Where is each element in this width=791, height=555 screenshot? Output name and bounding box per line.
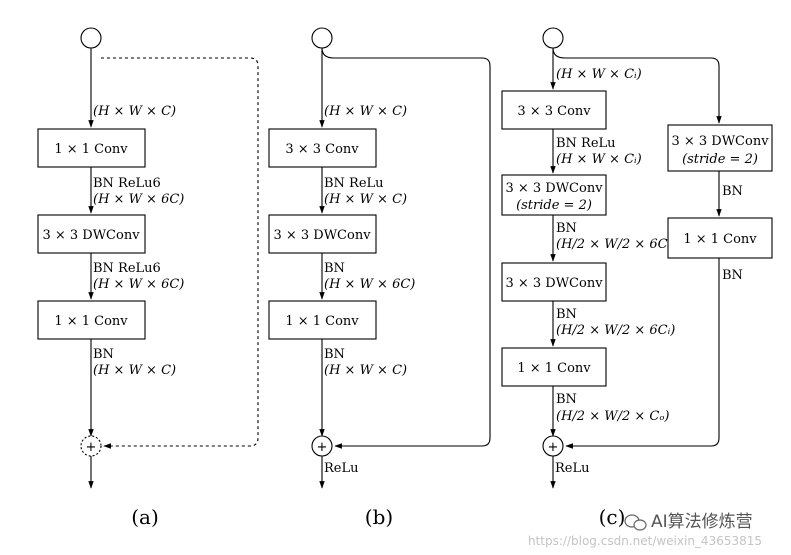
conv1x1-block — [501, 347, 607, 387]
stride-label: (stride = 2) — [516, 198, 592, 213]
panel-c: (H × W × Cᵢ) 3 × 3 Conv BN ReLu (H × W ×… — [501, 27, 773, 529]
panel-a: (H × W × C) 1 × 1 Conv BN ReLu6 (H × W ×… — [37, 27, 259, 529]
shape-label: (H × W × 6C) — [93, 192, 184, 207]
activation-label: ReLu — [324, 461, 359, 476]
panel-caption: (c) — [599, 505, 626, 529]
block-label: 3 × 3 DWConv — [505, 276, 603, 291]
dwconv3x3-block — [501, 262, 607, 302]
block-label: 1 × 1 Conv — [54, 314, 128, 329]
input-node — [311, 27, 333, 49]
conv1x1-block — [268, 300, 377, 340]
op-label: BN — [324, 347, 345, 362]
shape-label: (H × W × C) — [324, 363, 407, 378]
shortcut-conv1x1-block — [667, 217, 773, 259]
op-label: BN ReLu6 — [93, 261, 161, 276]
block-label: 3 × 3 DWConv — [42, 228, 140, 243]
shortcut-merge-line — [565, 258, 720, 449]
shape-label: (H × W × C) — [93, 363, 176, 378]
conv3x3-block — [268, 128, 377, 168]
panel-b: (H × W × C) 3 × 3 Conv BN ReLu (H × W × … — [268, 27, 491, 529]
wechat-icon — [624, 514, 647, 531]
shape-label: (H/2 × W/2 × Cₒ) — [556, 409, 669, 424]
shape-label: (H × W × Cᵢ) — [556, 152, 642, 167]
block-label: 1 × 1 Conv — [285, 314, 359, 329]
op-label: BN ReLu — [324, 176, 384, 191]
op-label: BN — [93, 347, 114, 362]
conv1x1-block — [37, 300, 146, 340]
block-label: 3 × 3 Conv — [517, 104, 591, 119]
input-node — [80, 27, 102, 49]
watermark-brand: AI算法修炼营 — [651, 512, 753, 532]
panel-caption: (b) — [365, 505, 393, 529]
op-label: BN — [324, 261, 345, 276]
shape-label: (H × W × Cᵢ) — [556, 67, 642, 82]
shape-label: (H × W × 6C) — [93, 277, 184, 292]
add-symbol: + — [317, 440, 328, 455]
block-label: 3 × 3 DWConv — [505, 181, 603, 196]
block-label: 3 × 3 DWConv — [671, 134, 769, 149]
panel-caption: (a) — [131, 505, 159, 529]
watermark-url: https://blog.csdn.net/weixin_43653815 — [528, 534, 762, 548]
shortcut-connection — [101, 57, 259, 449]
dwconv3x3-block — [37, 214, 146, 254]
block-label: 1 × 1 Conv — [517, 361, 591, 376]
block-label: 1 × 1 Conv — [54, 142, 128, 157]
activation-label: ReLu — [555, 461, 590, 476]
block-label: 1 × 1 Conv — [683, 232, 757, 247]
block-label: 3 × 3 DWConv — [273, 228, 371, 243]
shape-label: (H × W × C) — [324, 192, 407, 207]
add-node — [80, 435, 102, 457]
shape-label: (H × W × C) — [324, 104, 407, 119]
shape-label: (H × W × C) — [93, 104, 176, 119]
dwconv3x3-block — [268, 214, 377, 254]
op-label: BN ReLu6 — [93, 176, 161, 191]
conv3x3-block — [501, 90, 607, 130]
op-label: BN ReLu — [556, 136, 616, 151]
shape-label: (H/2 × W/2 × 6Cᵢ) — [556, 237, 675, 252]
block-label: 3 × 3 Conv — [285, 142, 359, 157]
input-node — [542, 27, 564, 49]
shortcut-connection — [321, 47, 491, 449]
op-label: BN — [722, 268, 743, 283]
op-label: BN — [556, 392, 577, 407]
dwconv3x3-stride2-block — [501, 174, 607, 216]
add-symbol: + — [86, 440, 97, 455]
shape-label: (H × W × 6C) — [324, 277, 415, 292]
shape-label: (H/2 × W/2 × 6Cᵢ) — [556, 323, 675, 338]
stride-label: (stride = 2) — [682, 152, 758, 167]
op-label: BN — [556, 307, 577, 322]
watermark: AI算法修炼营 https://blog.csdn.net/weixin_436… — [528, 512, 762, 548]
op-label: BN — [556, 221, 577, 236]
op-label: BN — [722, 184, 743, 199]
add-symbol: + — [548, 440, 559, 455]
shortcut-dwconv3x3-stride2-block — [667, 124, 773, 172]
shortcut-connection — [552, 47, 722, 124]
